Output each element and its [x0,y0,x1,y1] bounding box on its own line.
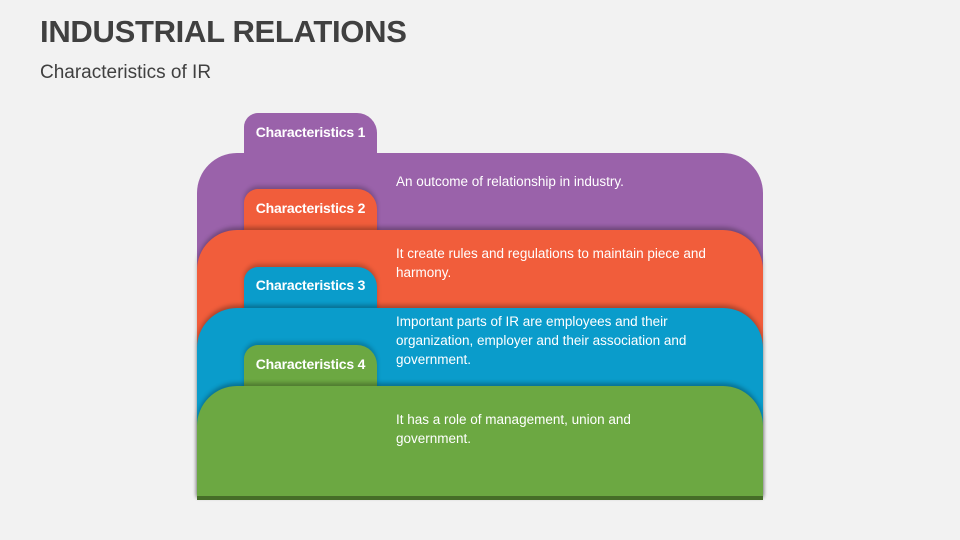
characteristic-tab-4 [244,345,377,391]
panel-bottom-edge [197,496,763,500]
slide-subtitle: Characteristics of IR [40,62,212,83]
characteristic-text-3: Important parts of IR are employees and … [396,314,687,367]
slide-title: INDUSTRIAL RELATIONS [40,14,407,49]
characteristic-label-4: Characteristics 4 [255,356,366,372]
characteristic-tab-3 [244,267,377,313]
characteristic-label-2: Characteristics 2 [255,200,366,216]
characteristic-label-3: Characteristics 3 [255,277,366,293]
characteristic-label-1: Characteristics 1 [255,124,366,140]
characteristic-tab-1 [244,113,377,159]
characteristic-text-2: It create rules and regulations to maint… [396,246,706,280]
characteristic-panel-4 [197,386,763,500]
characteristic-text-4: It has a role of management, union and g… [396,412,631,446]
characteristic-tab-2 [244,189,377,235]
characteristic-text-1: An outcome of relationship in industry. [396,174,624,189]
